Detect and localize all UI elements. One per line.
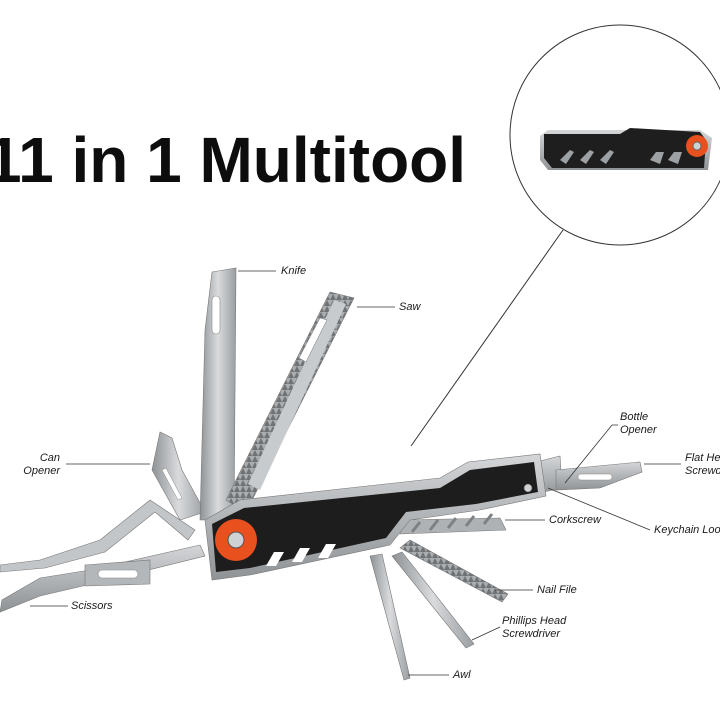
- label-awl: Awl: [453, 669, 471, 681]
- label-scissors: Scissors: [71, 600, 113, 612]
- corkscrew-icon: [399, 513, 507, 535]
- label-flat-head: Flat Head Screwdriver: [685, 452, 720, 478]
- saw-icon: [225, 291, 355, 513]
- label-flat-head-line1: Flat Head: [685, 452, 720, 464]
- phillips-screwdriver-icon: [391, 551, 475, 649]
- handle-icon: [204, 453, 547, 581]
- label-phillips-head-line1: Phillips Head: [502, 615, 567, 627]
- label-can-opener-line2: Opener: [23, 465, 60, 477]
- label-keychain-loop: Keychain Loop: [654, 524, 720, 536]
- label-knife: Knife: [281, 265, 307, 277]
- pivot-screw-icon: [215, 519, 257, 561]
- awl-icon: [369, 553, 411, 681]
- label-can-opener-line1: Can: [39, 452, 60, 464]
- nail-file-icon: [399, 539, 509, 603]
- label-nail-file: Nail File: [537, 584, 577, 596]
- label-saw: Saw: [399, 301, 421, 313]
- label-bottle-opener: Bottle Opener: [620, 411, 657, 437]
- label-can-opener: Can Opener: [20, 452, 60, 478]
- knife-icon: [199, 267, 237, 521]
- label-phillips-head-line2: Screwdriver: [502, 628, 561, 640]
- label-bottle-opener-line1: Bottle: [620, 411, 649, 423]
- scissors-icon: [0, 499, 206, 613]
- label-phillips-head: Phillips Head Screwdriver: [502, 615, 566, 641]
- leader-lines: [30, 270, 681, 676]
- closed-multitool-icon: [540, 128, 712, 170]
- zoom-inset: [410, 24, 720, 447]
- page-title: 11 in 1 Multitool: [0, 124, 467, 196]
- label-corkscrew: Corkscrew: [549, 514, 601, 526]
- label-flat-head-line2: Screwdriver: [685, 465, 720, 477]
- label-bottle-opener-line2: Opener: [620, 424, 657, 436]
